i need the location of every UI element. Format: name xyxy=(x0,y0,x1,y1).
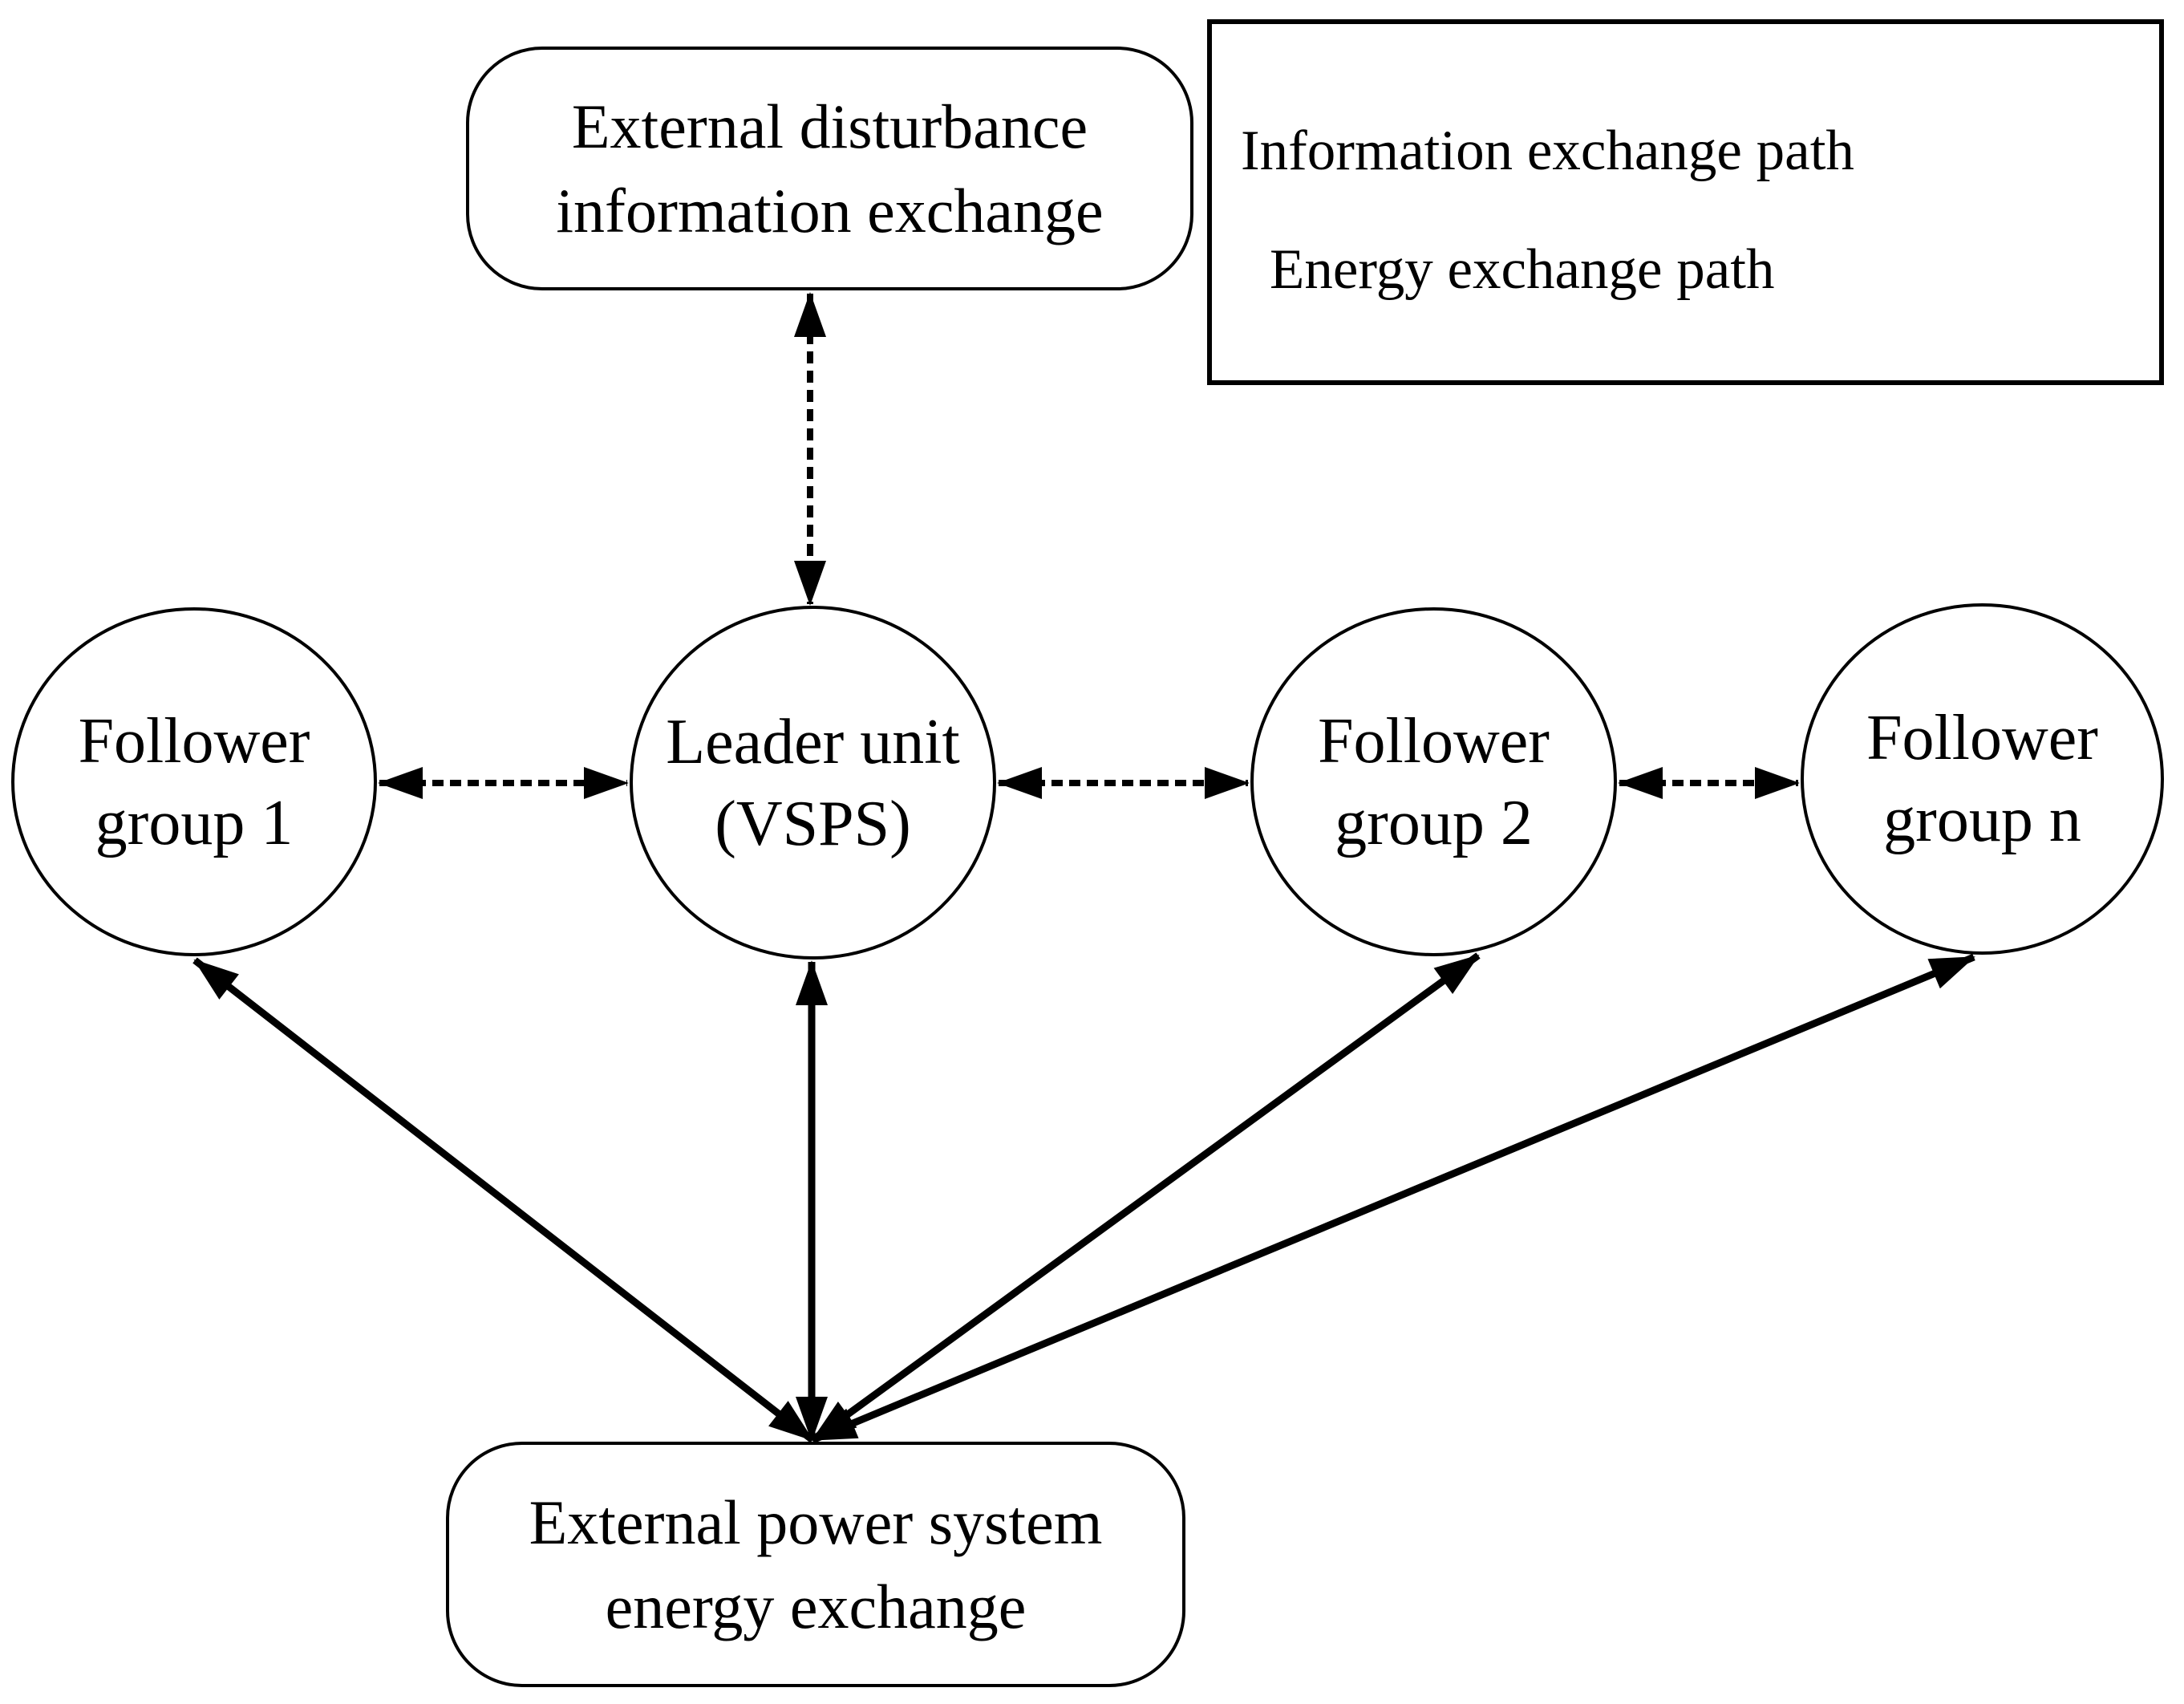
node-follower-group-1: Follower group 1 xyxy=(11,607,377,956)
legend-energy-label: Energy exchange path xyxy=(1270,237,1775,301)
node-follower-group-1-line2: group 1 xyxy=(95,787,294,858)
node-follower-group-2-line1: Follower xyxy=(1318,705,1550,777)
node-follower-group-n: Follower group n xyxy=(1801,603,2164,955)
node-leader-unit-line1: Leader unit xyxy=(666,706,960,777)
energy-path-box-follower2 xyxy=(810,952,1481,1443)
node-follower-group-n-line1: Follower xyxy=(1866,703,2098,773)
legend-row-information: Information exchange path xyxy=(1241,95,1854,207)
node-follower-group-2: Follower group 2 xyxy=(1250,607,1617,956)
node-external-power-line1: External power system xyxy=(529,1487,1103,1557)
node-external-disturbance-line2: information exchange xyxy=(556,176,1104,245)
node-follower-group-1-line1: Follower xyxy=(78,705,310,777)
node-leader-unit: Leader unit (VSPS) xyxy=(630,606,996,960)
energy-path-box-followern xyxy=(811,953,1975,1444)
node-follower-group-n-line2: group n xyxy=(1883,785,2081,855)
legend-row-energy: Energy exchange path xyxy=(1270,213,1775,326)
node-external-power: External power system energy exchange xyxy=(446,1442,1185,1687)
legend-information-label: Information exchange path xyxy=(1241,119,1854,182)
energy-path-box-follower1 xyxy=(192,957,815,1443)
node-external-power-line2: energy exchange xyxy=(605,1572,1027,1641)
node-external-disturbance: External disturbance information exchang… xyxy=(466,47,1193,290)
node-follower-group-2-line2: group 2 xyxy=(1335,787,1533,858)
node-external-disturbance-line1: External disturbance xyxy=(571,91,1088,161)
node-leader-unit-line2: (VSPS) xyxy=(715,788,911,859)
legend-box: Information exchange path Energy exchang… xyxy=(1207,19,2164,385)
